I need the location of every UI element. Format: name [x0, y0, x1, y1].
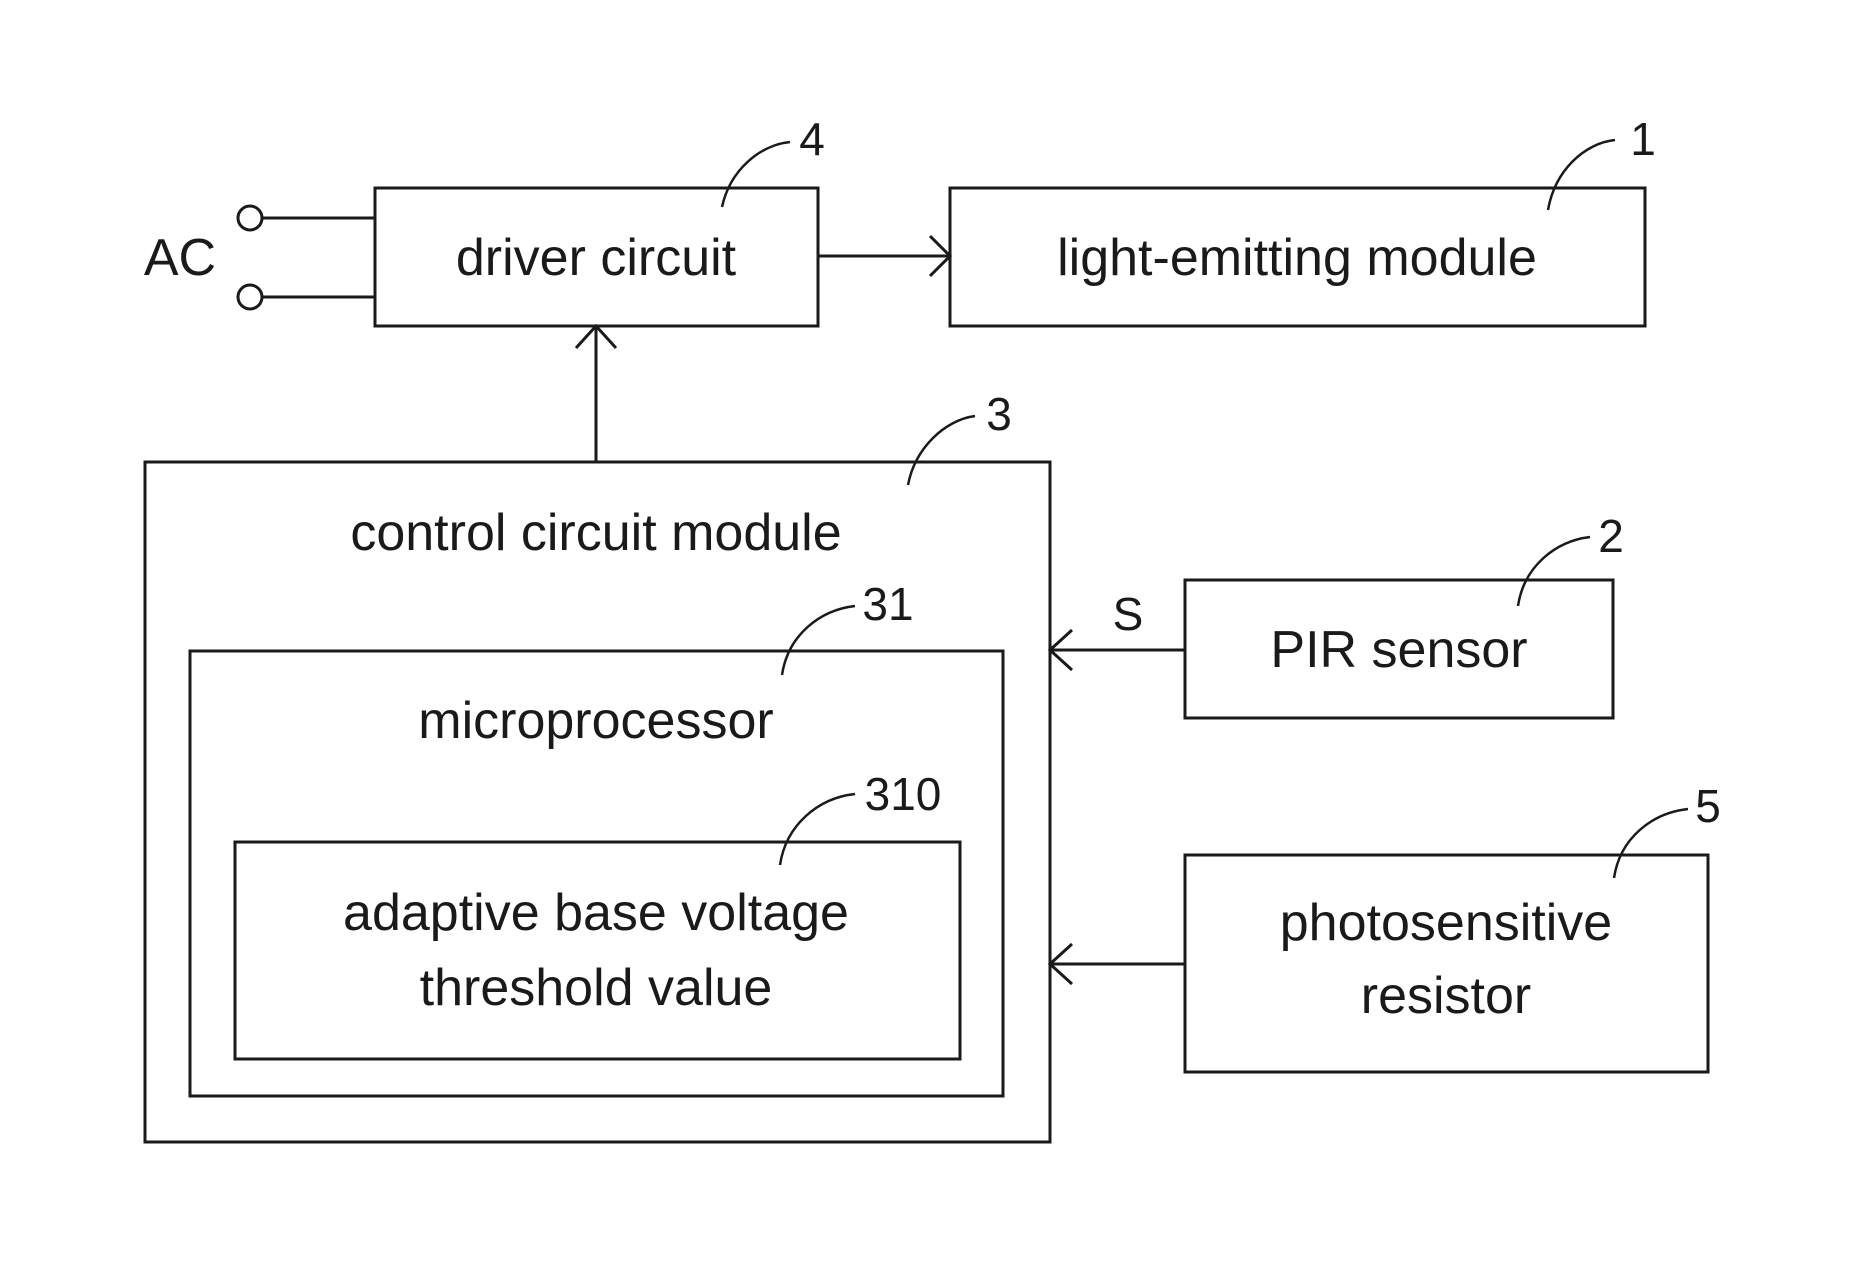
- signal-s-label: S: [1113, 588, 1144, 640]
- microprocessor-label: microprocessor: [418, 692, 773, 750]
- microprocessor-ref-leader: [782, 606, 855, 675]
- ac-terminal-bottom: [238, 285, 262, 309]
- pir-sensor-block: PIR sensor 2: [1185, 510, 1624, 718]
- light-emitting-block: light-emitting module 1: [950, 113, 1656, 326]
- threshold-block: adaptive base voltage threshold value 31…: [235, 768, 960, 1059]
- control-circuit-ref-leader: [908, 416, 975, 485]
- pir-sensor-label: PIR sensor: [1270, 621, 1527, 679]
- photo-to-control-arrow: [1050, 944, 1185, 984]
- pir-sensor-ref: 2: [1598, 510, 1624, 562]
- microprocessor-ref: 31: [862, 578, 913, 630]
- driver-to-light-arrow: [818, 236, 950, 276]
- photosensitive-label-line1: photosensitive: [1280, 894, 1612, 952]
- light-emitting-ref-leader: [1548, 140, 1615, 210]
- ac-terminal-top: [238, 206, 262, 230]
- threshold-ref-leader: [780, 794, 855, 865]
- microprocessor-block: microprocessor 31: [190, 578, 1003, 1096]
- control-to-driver-arrow: [576, 326, 616, 462]
- threshold-ref: 310: [865, 768, 942, 820]
- pir-sensor-ref-leader: [1518, 537, 1590, 606]
- control-circuit-label: control circuit module: [350, 504, 841, 562]
- control-circuit-block: control circuit module 3: [145, 388, 1050, 1142]
- light-emitting-ref: 1: [1630, 113, 1656, 165]
- driver-circuit-ref-leader: [722, 142, 790, 207]
- control-circuit-ref: 3: [986, 388, 1012, 440]
- threshold-label-line1: adaptive base voltage: [343, 884, 849, 942]
- photosensitive-resistor-block: photosensitive resistor 5: [1185, 780, 1721, 1072]
- threshold-box: [235, 842, 960, 1059]
- photosensitive-label-line2: resistor: [1361, 967, 1531, 1025]
- driver-circuit-block: driver circuit 4: [375, 113, 825, 326]
- photosensitive-ref-leader: [1614, 809, 1688, 878]
- photosensitive-resistor-box: [1185, 855, 1708, 1072]
- pir-to-control-arrow: S: [1050, 588, 1185, 670]
- ac-label: AC: [144, 229, 216, 287]
- photosensitive-ref: 5: [1695, 780, 1721, 832]
- driver-circuit-label: driver circuit: [456, 229, 737, 287]
- light-emitting-label: light-emitting module: [1057, 229, 1537, 287]
- driver-circuit-ref: 4: [799, 113, 825, 165]
- threshold-label-line2: threshold value: [420, 959, 773, 1017]
- ac-input: AC: [144, 206, 375, 309]
